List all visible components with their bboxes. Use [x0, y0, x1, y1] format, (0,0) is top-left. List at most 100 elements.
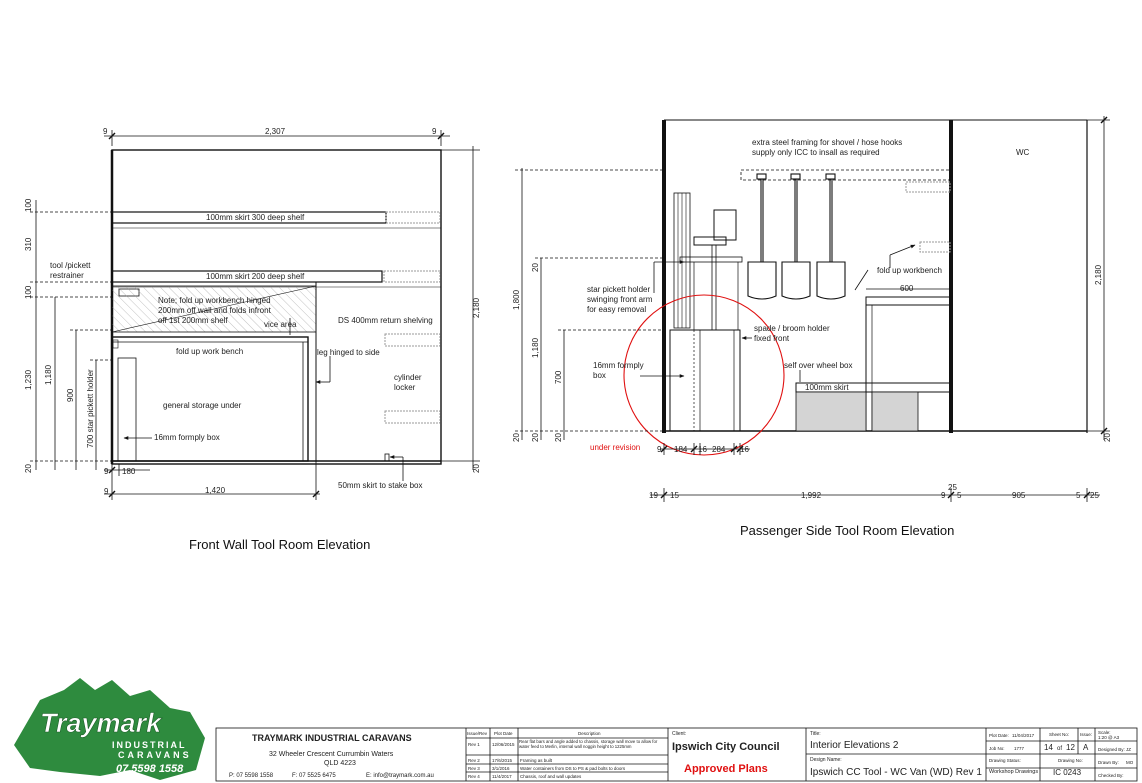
drawing-no-label: Drawing No: [1058, 758, 1083, 763]
dim-bot-1420: 1,420 [205, 486, 226, 495]
dim-bb-25: 25 [948, 483, 957, 492]
label-revision: under revision [590, 443, 640, 452]
plot-date: 11/04/2017 [1012, 733, 1035, 738]
scale-label: Scale: [1098, 730, 1111, 735]
rev-1-date: 12/06/2015 [492, 742, 515, 747]
shovel-3 [816, 173, 846, 300]
company-email: E: info@traymark.com.au [366, 773, 434, 779]
dim-600: 600 [900, 284, 914, 293]
rev-3-date: 3/1/2016 [492, 766, 510, 771]
label-tool-restrainer-1: tool /pickett [50, 261, 91, 270]
client-name: Ipswich City Council [672, 741, 780, 753]
dim-bot-9: 9 [104, 467, 109, 476]
design-label: Design Name: [810, 757, 842, 763]
dim-p-left-20b: 20 [512, 433, 521, 442]
label-wheel-box: self over wheel box [784, 361, 852, 370]
dim-p-left-20: 20 [531, 263, 540, 272]
label-spade-1: spade / broom holder [754, 324, 830, 333]
label-formply-1: 16mm formply [593, 361, 644, 370]
formply-box [669, 329, 741, 432]
dim-b-9: 9 [657, 445, 662, 454]
rev-header-desc: Description [578, 731, 601, 736]
designed-by: JZ [1126, 747, 1131, 752]
issue-value: A [1083, 743, 1089, 752]
dim-p-right-20: 20 [1103, 433, 1112, 442]
label-return-shelving: DS 400mm return shelving [338, 316, 433, 325]
label-shelf-200: 100mm skirt 200 deep shelf [206, 272, 305, 281]
company-name: TRAYMARK INDUSTRIAL CARAVANS [252, 733, 412, 743]
rev-2-date: 17/6/2015 [492, 758, 513, 763]
label-wc: WC [1016, 148, 1030, 157]
rev-4: Rev 4 [468, 774, 480, 779]
label-note-3: off 1st 200mm shelf [158, 316, 228, 325]
dim-bb-25b: 25 [1090, 491, 1099, 500]
address-line-2: QLD 4223 [324, 760, 356, 767]
label-star-holder-2: swinging front arm [587, 295, 653, 304]
dim-bot-9b: 9 [104, 487, 109, 496]
drawing-title: Interior Elevations 2 [810, 740, 899, 751]
passenger-text: extra steel framing for shovel / hose ho… [512, 138, 1112, 538]
label-framing-2: supply only ICC to insall as required [752, 148, 880, 157]
logo-phone: 07 5598 1558 [116, 763, 184, 775]
company-phone: P: 07 5598 1558 [229, 773, 274, 779]
dim-right-20: 20 [472, 464, 481, 473]
front-wall-elevation [110, 149, 442, 465]
address-line-1: 32 Wheeler Crescent Currumbin Waters [269, 751, 394, 758]
rev-2: Rev 2 [468, 758, 480, 763]
dim-left-900: 900 [66, 388, 75, 402]
rev-1: Rev 1 [468, 742, 480, 747]
dim-left-100b: 100 [24, 285, 33, 299]
revision-circle [623, 294, 785, 456]
front-elevation-title: Front Wall Tool Room Elevation [189, 537, 370, 552]
dim-top-right: 9 [432, 127, 437, 136]
label-skirt: 100mm skirt [805, 383, 849, 392]
dim-b-284: 284 [712, 445, 726, 454]
sheet-of: of [1057, 746, 1062, 752]
sheet-label: Sheet No: [1049, 732, 1069, 737]
dim-p-left-1180: 1,180 [531, 337, 540, 358]
sheet-number: 14 [1044, 743, 1053, 752]
rev-header-date: Plot Date [494, 731, 513, 736]
label-storage: general storage under [163, 401, 242, 410]
label-cylinder-1: cylinder [394, 373, 422, 382]
dim-left-100: 100 [24, 198, 33, 212]
rev-3-desc: Water containers from DS to PS & pad bol… [520, 766, 626, 771]
title-label: Title: [810, 731, 821, 737]
company-fax: F: 07 5525 6475 [292, 773, 336, 779]
label-star-picket: 700 star pickett holder [86, 369, 95, 448]
dim-bot-180: 180 [122, 467, 136, 476]
label-framing-1: extra steel framing for shovel / hose ho… [752, 138, 902, 147]
drawing-number: IC 0243 [1053, 768, 1082, 777]
label-vice: vice area [264, 320, 297, 329]
dim-top-width: 2,307 [265, 127, 286, 136]
scale-value: 1:20 @ A3 [1098, 735, 1120, 740]
label-formply: 16mm formply box [154, 433, 220, 442]
label-note-1: Note; fold up workbench hinged [158, 296, 271, 305]
dim-b-16: 16 [698, 445, 707, 454]
rev-1-desc: Rear flat bars and angle added to chassi… [519, 739, 658, 749]
australia-map-icon [14, 678, 205, 780]
checked-label: Checked By: [1098, 773, 1124, 778]
dim-bb-9: 9 [941, 491, 946, 500]
dim-p-left-1800: 1,800 [512, 289, 521, 310]
rev-4-date: 11/4/2017 [492, 774, 512, 779]
issue-label: Issue: [1080, 732, 1092, 737]
dim-bb-5: 5 [957, 491, 962, 500]
dim-left-310: 310 [24, 237, 33, 251]
logo-sub-1: INDUSTRIAL [112, 740, 187, 750]
dim-p-left-20d: 20 [554, 433, 563, 442]
drawn-by: MO [1126, 760, 1134, 765]
label-shelf-300: 100mm skirt 300 deep shelf [206, 213, 305, 222]
approved-plans: Approved Plans [684, 763, 768, 775]
job-number: 1777 [1014, 746, 1025, 751]
label-skirt-stake: 50mm skirt to stake box [338, 481, 422, 490]
label-tool-restrainer-2: restrainer [50, 271, 84, 280]
front-dimensions [30, 130, 480, 500]
dim-left-1180: 1,180 [44, 364, 53, 385]
dim-b-16b: 16 [740, 445, 749, 454]
logo-sub-2: CARAVANS [118, 750, 192, 760]
dim-bb-5b: 5 [1076, 491, 1081, 500]
dim-right-2180: 2,180 [472, 297, 481, 318]
dim-bb-1992: 1,992 [801, 491, 822, 500]
shovel-2 [781, 173, 811, 300]
